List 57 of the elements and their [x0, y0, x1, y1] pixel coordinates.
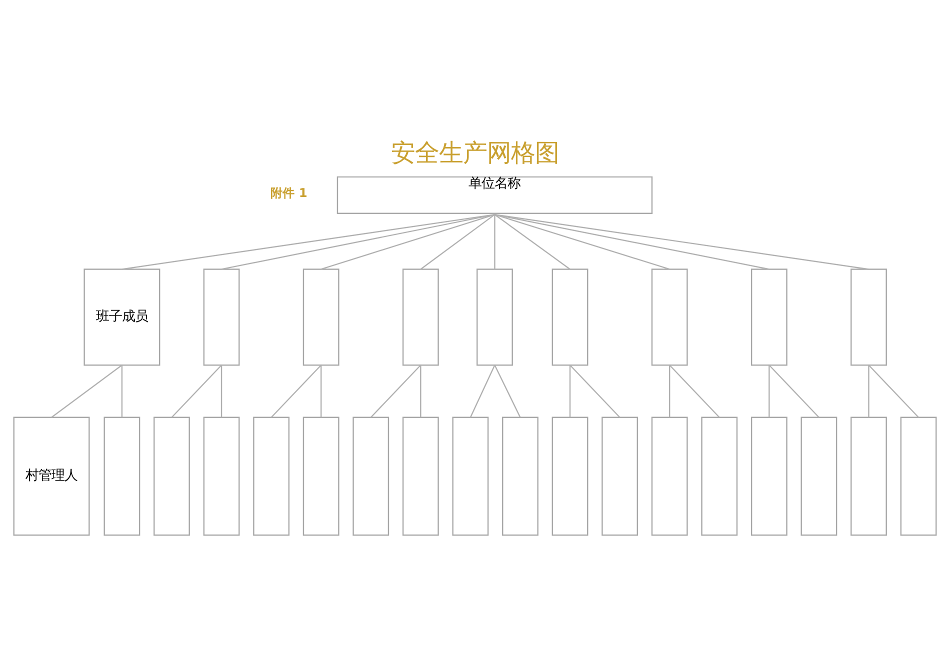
connector [868, 365, 870, 418]
node-box [154, 416, 190, 536]
connector [494, 214, 496, 270]
connector [171, 364, 222, 418]
connector [569, 365, 571, 418]
diagram-title: 安全生产网格图 [391, 138, 559, 168]
connector [668, 365, 670, 418]
connector [320, 365, 322, 418]
node-box: 班子成员 [84, 268, 160, 366]
connector [122, 214, 495, 270]
node-box [203, 268, 240, 366]
node-box [502, 416, 538, 536]
connector [868, 364, 919, 418]
connector [320, 214, 495, 270]
connector [470, 364, 496, 418]
connector [570, 364, 620, 418]
node-box [253, 416, 290, 536]
node-box [452, 416, 489, 536]
connector [494, 214, 869, 270]
node-box [651, 416, 688, 536]
node-box [352, 416, 390, 536]
node-box: 村管理人 [13, 416, 90, 536]
connector [494, 364, 521, 418]
node-box [750, 268, 788, 366]
connector [270, 364, 322, 418]
node-box [302, 416, 340, 536]
node-box [602, 416, 638, 536]
node-box [402, 416, 439, 536]
connector [370, 364, 422, 418]
node-box [476, 268, 513, 366]
connector [768, 364, 820, 418]
connector [220, 365, 222, 418]
node-box [850, 268, 887, 366]
connector [51, 364, 122, 418]
label: 附件 1 [270, 186, 308, 200]
node-box [850, 416, 887, 536]
connector [221, 214, 495, 270]
node-box [651, 268, 688, 366]
connector [494, 214, 670, 270]
connector [420, 214, 496, 270]
connector [121, 365, 123, 418]
connector [494, 214, 570, 270]
node-box [203, 416, 240, 536]
connector [768, 365, 770, 418]
node-box [552, 268, 588, 366]
connector [669, 364, 720, 418]
node-box [750, 416, 788, 536]
node-box [900, 416, 937, 536]
node-box [701, 416, 738, 536]
connector [494, 214, 770, 270]
node-box [552, 416, 588, 536]
connector [420, 365, 422, 418]
node-box [302, 268, 340, 366]
node-box: 单位名称 [336, 176, 653, 214]
node-box [402, 268, 439, 366]
node-box [800, 416, 838, 536]
node-box [104, 416, 140, 536]
